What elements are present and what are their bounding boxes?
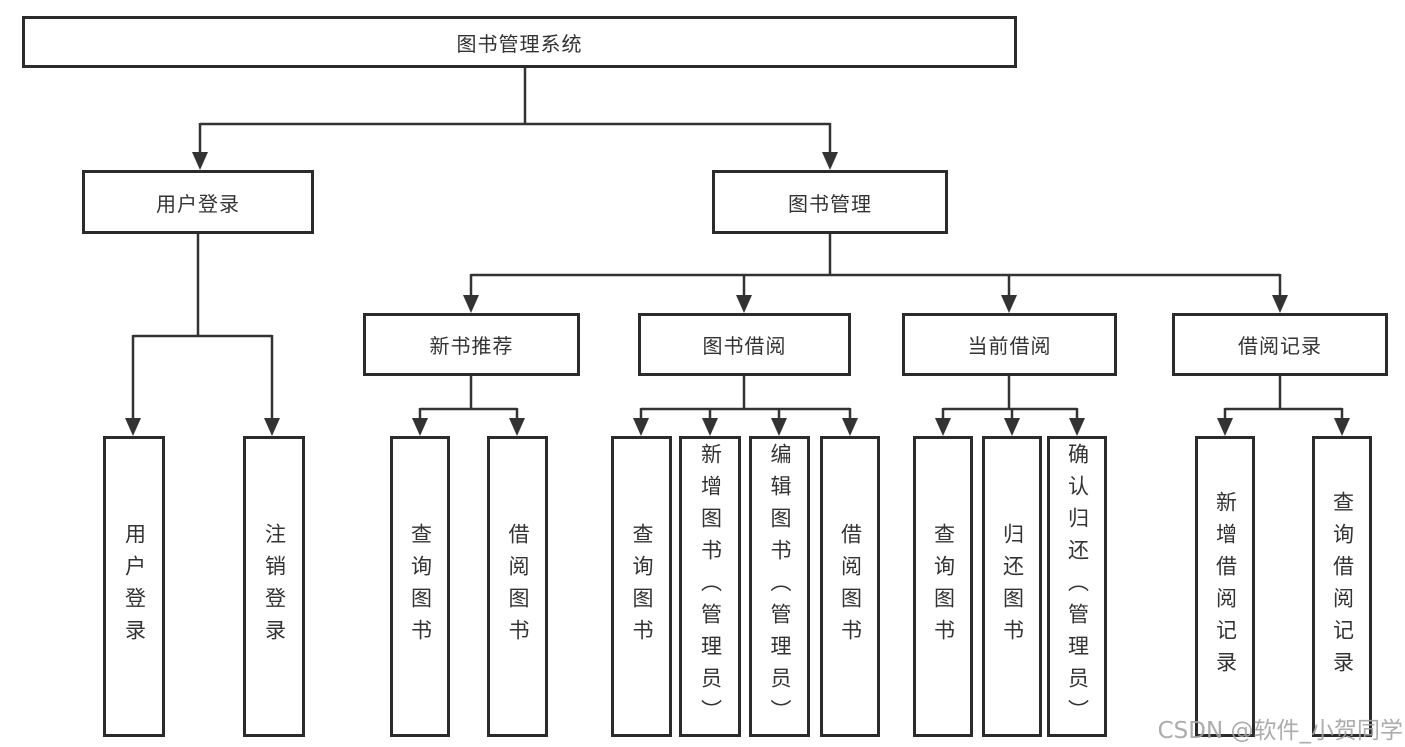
leaf-user-login: 用户登录: [103, 436, 165, 737]
arrowhead-down: [822, 152, 838, 170]
leaf-borrowing-query-book: 查询图书: [611, 436, 672, 737]
arrowhead-down: [1069, 418, 1085, 436]
arrowhead-down: [192, 152, 208, 170]
arrowhead-down: [412, 418, 428, 436]
node-book-management: 图书管理: [712, 170, 948, 234]
connector-book-borrowing: [633, 376, 858, 436]
connector-root: [192, 68, 838, 170]
leaf-borrowing-add-book-admin: 新增图书（管理员）: [679, 436, 741, 737]
arrowhead-down: [1272, 295, 1288, 313]
connector-user-login: [125, 234, 280, 436]
arrowhead-down: [771, 418, 787, 436]
node-current-borrowing: 当前借阅: [902, 313, 1117, 376]
leaf-logout: 注销登录: [243, 436, 305, 737]
leaf-current-query-book: 查询图书: [913, 436, 973, 737]
arrowhead-down: [633, 418, 649, 436]
arrowhead-down: [935, 418, 951, 436]
arrowhead-down: [1334, 418, 1350, 436]
arrowhead-down: [1217, 418, 1233, 436]
arrowhead-down: [1001, 295, 1017, 313]
node-book-borrowing: 图书借阅: [638, 313, 851, 376]
arrowhead-down: [1004, 418, 1020, 436]
connector-borrow-records: [1217, 376, 1350, 436]
node-user-login: 用户登录: [82, 170, 314, 234]
leaf-borrowing-edit-book-admin: 编辑图书（管理员）: [749, 436, 810, 737]
connector-new-book-recommend: [412, 376, 525, 436]
arrowhead-down: [842, 418, 858, 436]
csdn-watermark: CSDN @软件_小贺同学: [1157, 718, 1403, 744]
connector-current-borrowing: [935, 376, 1085, 436]
arrowhead-down: [463, 295, 479, 313]
connector-book-management: [463, 234, 1288, 313]
arrowhead-down: [702, 418, 718, 436]
leaf-current-return-book: 归还图书: [982, 436, 1042, 737]
leaf-records-add-record: 新增借阅记录: [1195, 436, 1255, 737]
leaf-records-query-record: 查询借阅记录: [1312, 436, 1372, 737]
node-library-system: 图书管理系统: [22, 16, 1017, 68]
leaf-current-confirm-return-admin: 确认归还（管理员）: [1047, 436, 1107, 737]
leaf-borrowing-borrow-book: 借阅图书: [820, 436, 880, 737]
arrowhead-down: [736, 295, 752, 313]
leaf-recommend-query-book: 查询图书: [390, 436, 450, 737]
leaf-recommend-borrow-book: 借阅图书: [487, 436, 548, 737]
node-new-book-recommend: 新书推荐: [363, 313, 580, 376]
arrowhead-down: [509, 418, 525, 436]
node-borrow-records: 借阅记录: [1172, 313, 1388, 376]
arrowhead-down: [125, 418, 141, 436]
arrowhead-down: [264, 418, 280, 436]
